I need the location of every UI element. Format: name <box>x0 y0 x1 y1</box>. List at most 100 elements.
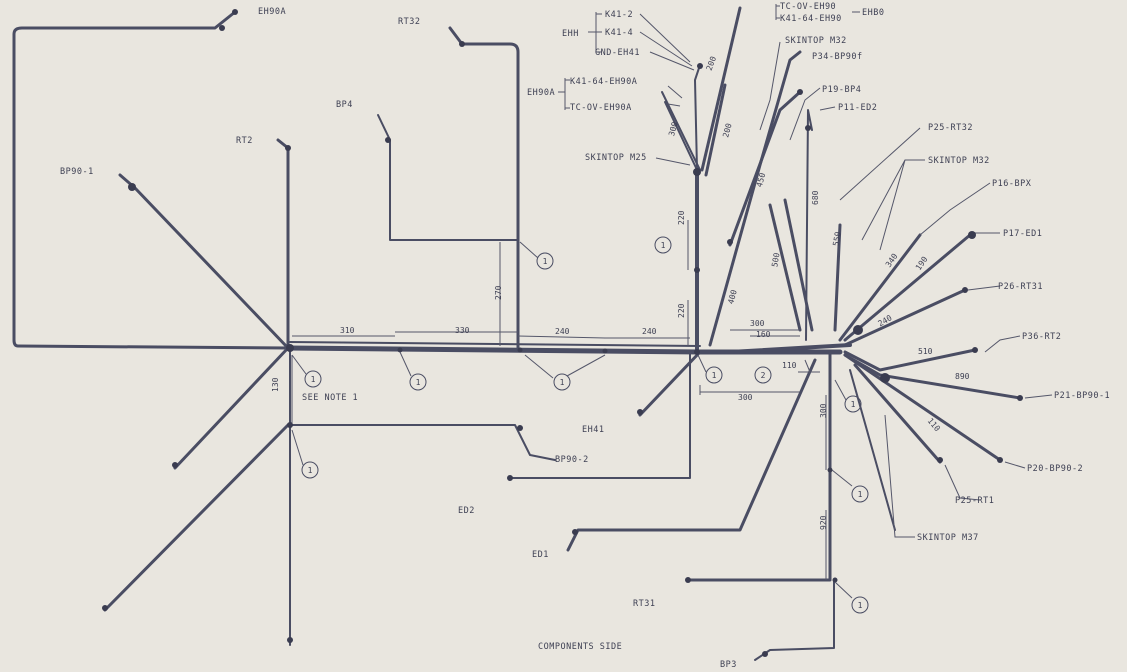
top-riser-a <box>694 64 701 171</box>
callout-1: 1 <box>661 241 666 250</box>
callout-1: 1 <box>858 601 863 610</box>
label-gnd-eh41: GND-EH41 <box>595 48 640 58</box>
label-ed2: ED2 <box>458 506 475 516</box>
label-bp3: BP3 <box>720 660 737 670</box>
label-bp90-2: BP90-2 <box>555 455 589 465</box>
label-tc-ov: TC-OV-EH90A <box>570 103 632 113</box>
p25-rt1-branch <box>853 363 942 464</box>
leader-skintop-m25 <box>655 157 691 166</box>
leader-p25-rt1 <box>944 464 981 501</box>
rt2-branch <box>276 138 290 350</box>
dim-680: 680 <box>811 190 820 205</box>
label-ehh: EHH <box>562 29 579 39</box>
dim-lines <box>291 220 827 580</box>
callout-1: 1 <box>308 466 313 475</box>
callout-1: 1 <box>851 400 856 409</box>
eh90a-branch <box>12 10 290 350</box>
dim-300-a: 300 <box>750 319 765 328</box>
dim-240-b: 240 <box>642 327 657 336</box>
p11-branch <box>805 109 813 341</box>
label-rt31: RT31 <box>633 599 655 609</box>
dim-300-b: 300 <box>738 393 753 402</box>
label-rt2: RT2 <box>236 136 253 146</box>
dim-220-a: 220 <box>677 303 686 318</box>
leader-skintop-m32 <box>861 159 925 251</box>
dim-240-a: 240 <box>555 327 570 336</box>
label-p25-rt32: P25-RT32 <box>928 123 973 133</box>
label-p25-rt1: P25-RT1 <box>955 496 994 506</box>
label-p16-bpx: P16-BPX <box>992 179 1032 189</box>
dim-200-a: 200 <box>705 55 718 72</box>
label-p19: P19-BP4 <box>822 85 861 95</box>
connector-dots <box>102 9 1023 657</box>
label-p21-bp90: P21-BP90-1 <box>1054 391 1110 401</box>
rt31-bp3-branch <box>686 350 832 582</box>
bp3-branch <box>754 579 835 661</box>
lower-left-branch-b <box>103 423 290 612</box>
leader-p11 <box>819 106 836 111</box>
trunk-upper <box>289 341 701 347</box>
dim-270: 270 <box>494 285 503 300</box>
label-footer: COMPONENTS SIDE <box>538 642 622 652</box>
p34-branch <box>708 50 802 347</box>
mid-fan-d <box>838 233 922 342</box>
mid-fan-b <box>783 198 814 332</box>
callout-1: 1 <box>311 375 316 384</box>
bp90-2-branch <box>289 424 556 461</box>
label-skintop-m32-right: SKINTOP M32 <box>928 156 990 166</box>
label-bp4: BP4 <box>336 100 353 110</box>
p21-branch <box>843 353 1022 400</box>
top-riser-e <box>704 83 727 177</box>
callout-1: 1 <box>416 378 421 387</box>
dim-500: 500 <box>770 252 781 268</box>
ehh-leads <box>639 13 695 71</box>
callout-2: 2 <box>761 371 766 380</box>
callout-1: 1 <box>543 257 548 266</box>
leader-p36 <box>984 335 1021 353</box>
mid-fan-e <box>843 233 972 342</box>
dim-890: 890 <box>955 372 970 381</box>
leader-p16 <box>919 182 991 236</box>
leader-skintop-m32-top <box>759 41 781 131</box>
dim-920: 920 <box>819 515 828 530</box>
mid-fan-c <box>833 223 842 332</box>
eh41-branch <box>638 350 702 417</box>
dim-330: 330 <box>455 326 470 335</box>
p20-branch <box>843 353 1002 462</box>
label-k41-top: K41-64-EH90 <box>780 14 842 24</box>
dim-550: 550 <box>831 231 842 247</box>
p26-branch <box>843 288 967 347</box>
dim-310: 310 <box>340 326 355 335</box>
dim-130: 130 <box>271 377 280 392</box>
label-p20-bp90: P20-BP90-2 <box>1027 464 1083 474</box>
label-p34: P34-BP90f <box>812 52 863 62</box>
label-k41-2: K41-2 <box>605 10 633 20</box>
skintop-m37-branch <box>849 369 896 531</box>
dim-220-b: 220 <box>677 210 686 225</box>
label-skintop-m25: SKINTOP M25 <box>585 153 647 163</box>
callout-1: 1 <box>712 371 717 380</box>
lower-left-branch-a <box>173 346 290 470</box>
ed1-branch <box>566 358 817 552</box>
eh90a-leads <box>667 85 683 107</box>
callout-circles: 1 1 1 1 1 1 2 1 1 1 1 <box>301 236 869 614</box>
dim-110: 110 <box>782 361 797 370</box>
rt32-branch <box>448 26 520 350</box>
p19-branch <box>728 90 802 247</box>
label-p17-ed1: P17-ED1 <box>1003 229 1042 239</box>
label-see-note: SEE NOTE 1 <box>302 393 358 403</box>
dim-510: 510 <box>918 347 933 356</box>
callout-1: 1 <box>858 490 863 499</box>
label-k41-64: K41-64-EH90A <box>570 77 637 87</box>
label-p11: P11-ED2 <box>838 103 877 113</box>
top-riser-b <box>700 6 742 172</box>
ehh-bracket <box>588 12 602 53</box>
dim-450: 450 <box>755 172 767 188</box>
leader-skintop-m37 <box>884 414 915 538</box>
leader-p25-rt32 <box>839 127 921 201</box>
dim-160: 160 <box>756 330 771 339</box>
dim-200-b: 200 <box>721 122 733 138</box>
label-rt32: RT32 <box>398 17 420 27</box>
